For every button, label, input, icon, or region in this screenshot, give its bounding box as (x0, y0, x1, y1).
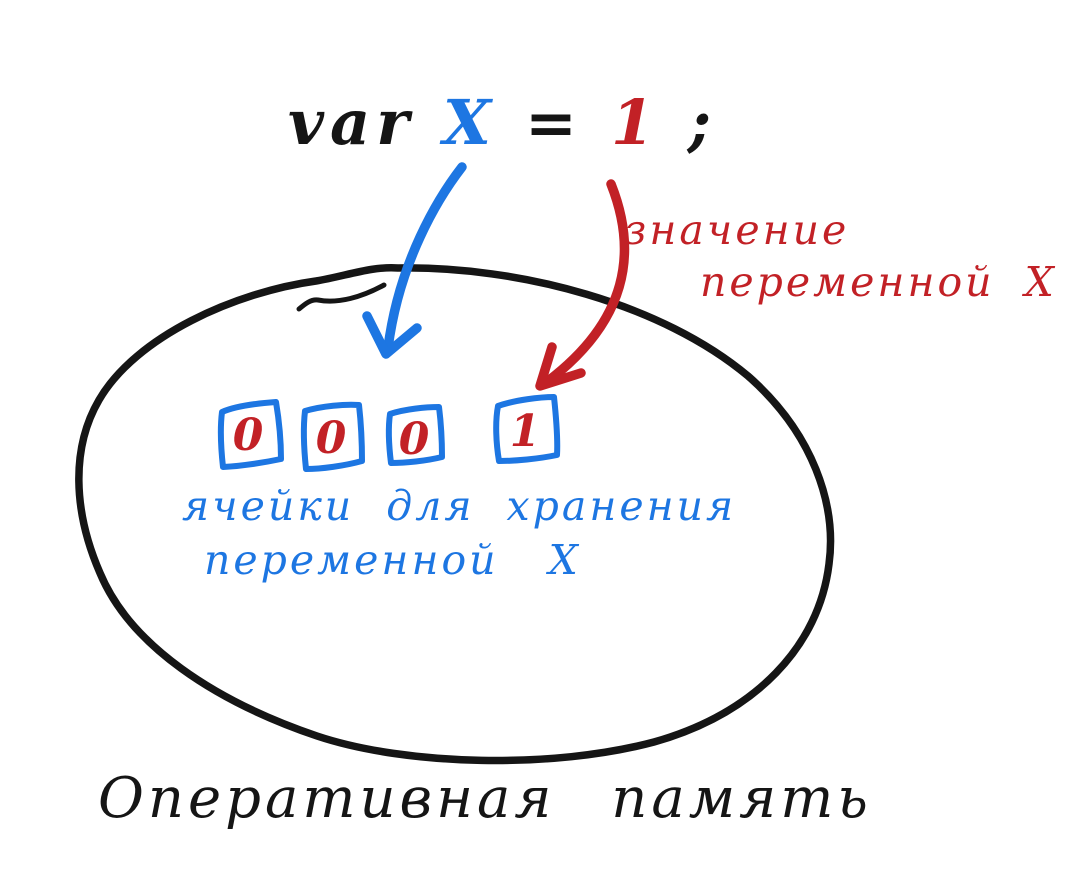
value-annotation-line2: переменной X (700, 258, 1057, 306)
memory-cell-value: 1 (509, 406, 541, 457)
code-variable-name: X (442, 86, 497, 159)
cells-annotation-line2: переменной X (204, 536, 581, 584)
memory-cell-box (217, 399, 284, 470)
code-equals-sign: = (524, 86, 583, 159)
memory-ellipse (75, 263, 835, 765)
memory-cell-value: 0 (232, 410, 264, 461)
code-value: 1 (610, 86, 661, 159)
cells-annotation-line1: ячейки для хранения (182, 482, 737, 530)
memory-label: Оперативная память (98, 766, 872, 831)
memory-cell-value: 0 (315, 413, 347, 464)
memory-cell-boxes (217, 394, 561, 472)
memory-cell-box (493, 394, 561, 464)
value-annotation-line1: значение (624, 206, 850, 254)
value-pointer-arrow (535, 179, 630, 391)
code-keyword: var (288, 86, 415, 159)
variable-pointer-arrow (362, 162, 467, 359)
ellipse-closing-hook (296, 282, 387, 312)
code-line: var X = 1 ; (288, 86, 717, 159)
memory-cell-box (385, 404, 445, 466)
code-semicolon: ; (688, 86, 717, 159)
memory-cell-value: 0 (398, 414, 430, 465)
memory-cell-box (300, 401, 365, 472)
